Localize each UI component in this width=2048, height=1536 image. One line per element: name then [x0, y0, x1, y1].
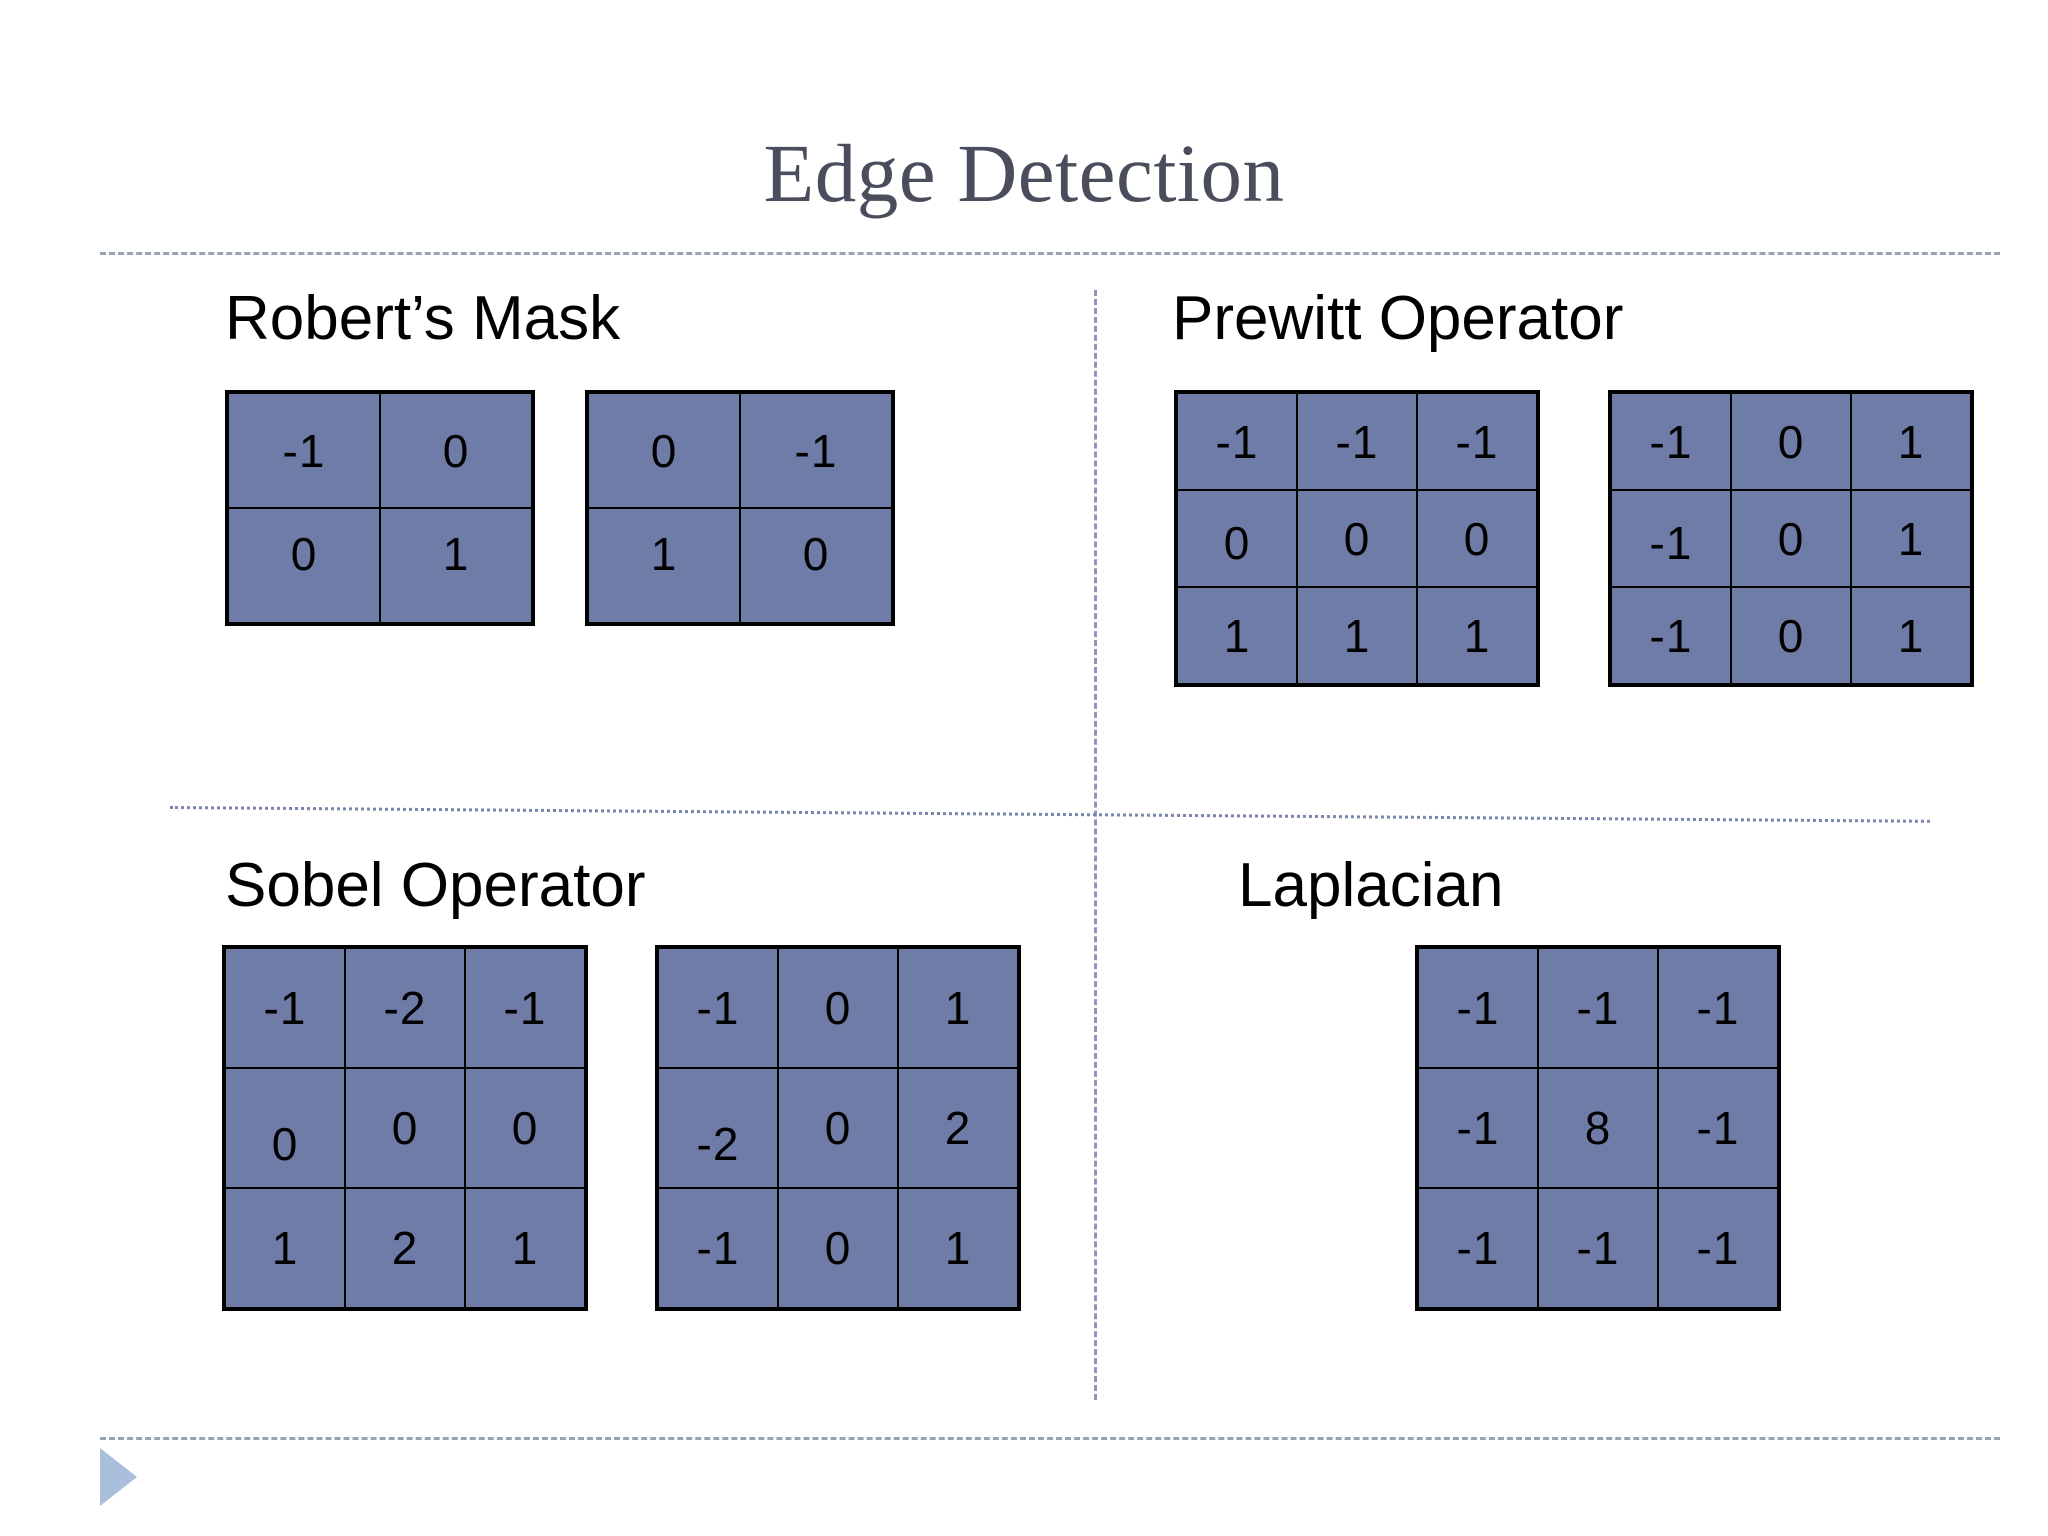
matrix-cell: 2	[345, 1188, 465, 1308]
matrix-cell: 1	[1851, 587, 1971, 684]
matrix-cell: 1	[588, 508, 740, 623]
matrix-cell: 0	[1297, 490, 1417, 587]
matrix-cell: -1	[658, 1188, 778, 1308]
matrix-cell: -1	[1538, 1188, 1658, 1308]
matrix-cell: 2	[898, 1068, 1018, 1188]
matrix-cell: 0	[740, 508, 892, 623]
matrix-prewitt-gx: -1 0 1 -1 0 1 -1 0 1	[1608, 390, 1974, 687]
matrix-cell: 0	[1731, 587, 1851, 684]
divider-top	[100, 252, 2000, 255]
matrix-cell: -1	[1658, 1188, 1778, 1308]
matrix-cell: 1	[1177, 587, 1297, 684]
matrix-cell: 8	[1538, 1068, 1658, 1188]
matrix-cell: -1	[658, 948, 778, 1068]
matrix-cell: -1	[1611, 587, 1731, 684]
matrix-cell: 0	[1417, 490, 1537, 587]
section-heading-laplacian: Laplacian	[1238, 851, 1504, 920]
matrix-cell: 1	[225, 1188, 345, 1308]
matrix-cell: 0	[1731, 490, 1851, 587]
matrix-prewitt-gy: -1 -1 -1 0 0 0 1 1 1	[1174, 390, 1540, 687]
section-heading-roberts: Robert’s Mask	[225, 284, 621, 353]
matrix-cell: 0	[588, 393, 740, 508]
matrix-cell: -1	[1417, 393, 1537, 490]
matrix-cell: 1	[465, 1188, 585, 1308]
matrix-sobel-gx: -1 0 1 -2 0 2 -1 0 1	[655, 945, 1021, 1311]
matrix-cell: 0	[778, 948, 898, 1068]
matrix-cell: 1	[898, 1188, 1018, 1308]
matrix-cell: -1	[225, 948, 345, 1068]
matrix-cell: -2	[658, 1068, 778, 1188]
section-heading-sobel: Sobel Operator	[225, 851, 646, 920]
matrix-cell: 0	[778, 1068, 898, 1188]
matrix-cell: 1	[1297, 587, 1417, 684]
matrix-cell: -1	[1611, 393, 1731, 490]
matrix-cell: -1	[1611, 490, 1731, 587]
matrix-cell: -1	[465, 948, 585, 1068]
matrix-cell: -2	[345, 948, 465, 1068]
matrix-cell: -1	[1418, 1068, 1538, 1188]
matrix-cell: -1	[1538, 948, 1658, 1068]
matrix-cell: 0	[465, 1068, 585, 1188]
play-triangle-icon[interactable]	[100, 1448, 137, 1506]
matrix-roberts-gx: -1 0 0 1	[225, 390, 535, 626]
matrix-cell: -1	[1177, 393, 1297, 490]
matrix-cell: 0	[380, 393, 532, 508]
matrix-cell: 1	[898, 948, 1018, 1068]
matrix-cell: 0	[228, 508, 380, 623]
matrix-cell: 0	[1731, 393, 1851, 490]
matrix-cell: 1	[1851, 490, 1971, 587]
matrix-cell: 1	[1851, 393, 1971, 490]
matrix-cell: 1	[380, 508, 532, 623]
matrix-cell: -1	[1297, 393, 1417, 490]
matrix-cell: -1	[1658, 948, 1778, 1068]
matrix-cell: 1	[1417, 587, 1537, 684]
matrix-cell: 0	[225, 1068, 345, 1188]
matrix-cell: -1	[1418, 1188, 1538, 1308]
divider-horizontal	[169, 806, 1930, 823]
divider-vertical	[1094, 290, 1097, 1400]
matrix-laplacian: -1 -1 -1 -1 8 -1 -1 -1 -1	[1415, 945, 1781, 1311]
matrix-cell: -1	[740, 393, 892, 508]
matrix-sobel-gy: -1 -2 -1 0 0 0 1 2 1	[222, 945, 588, 1311]
matrix-cell: 0	[345, 1068, 465, 1188]
matrix-cell: -1	[1658, 1068, 1778, 1188]
section-heading-prewitt: Prewitt Operator	[1172, 284, 1624, 353]
divider-bottom	[100, 1437, 2000, 1440]
page-title: Edge Detection	[763, 127, 1285, 219]
matrix-cell: -1	[1418, 948, 1538, 1068]
matrix-cell: 0	[778, 1188, 898, 1308]
matrix-cell: -1	[228, 393, 380, 508]
matrix-cell: 0	[1177, 490, 1297, 587]
matrix-roberts-gy: 0 -1 1 0	[585, 390, 895, 626]
